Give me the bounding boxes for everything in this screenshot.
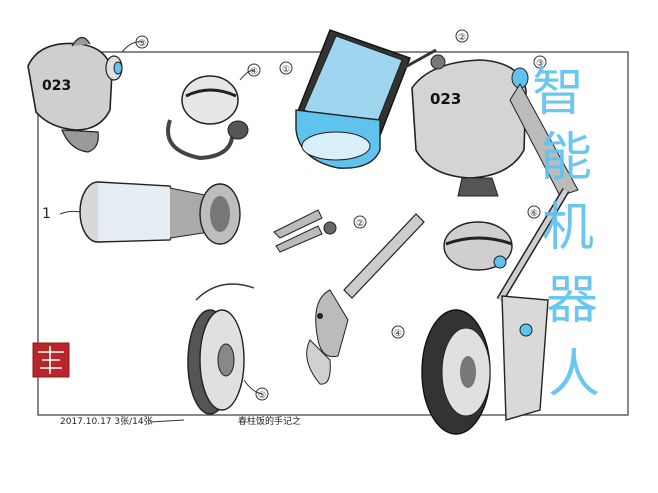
callout-c2: ④ xyxy=(250,67,258,77)
title-char-5: 人 xyxy=(548,345,600,405)
callout-c6: ③ xyxy=(536,59,544,69)
callout-c7: ⑥ xyxy=(530,209,538,219)
date-note: 2017.10.17 3张/14张 xyxy=(60,416,153,427)
vertical-title: 智 能 机 器 人 xyxy=(532,63,600,405)
lens-tube-sketch: 1 xyxy=(42,181,241,245)
callout-c4: ② xyxy=(458,33,466,43)
main-robot-sketch: 023 ③ ⑥ ④ xyxy=(391,54,579,435)
artist-seal xyxy=(32,342,70,378)
robot-arm-sketch xyxy=(306,213,425,385)
callout-c8: ④ xyxy=(394,329,402,339)
callout-c5: ② xyxy=(356,219,364,229)
title-char-1: 智 xyxy=(532,63,584,123)
author-note: 春柱饭的手记之 xyxy=(238,415,301,427)
small-head-sketch: 023 ③ xyxy=(27,35,149,153)
callout-c1: ③ xyxy=(138,39,146,49)
callout-c3: ① xyxy=(282,65,290,75)
main-robot-model-code: 023 xyxy=(430,90,461,108)
eye-sphere-sketch: ④ xyxy=(166,63,261,161)
small-head-model-code: 023 xyxy=(42,78,71,94)
label-one: 1 xyxy=(42,206,51,222)
callout-c9: ⑤ xyxy=(258,391,266,401)
blue-lens-sketch: ① ② xyxy=(279,29,469,169)
title-char-4: 器 xyxy=(546,271,598,331)
linkage-sketch: ② xyxy=(273,209,367,253)
title-char-3: 机 xyxy=(542,198,594,258)
wheel-sketch: ⑤ xyxy=(187,283,269,415)
title-char-2: 能 xyxy=(540,128,592,188)
